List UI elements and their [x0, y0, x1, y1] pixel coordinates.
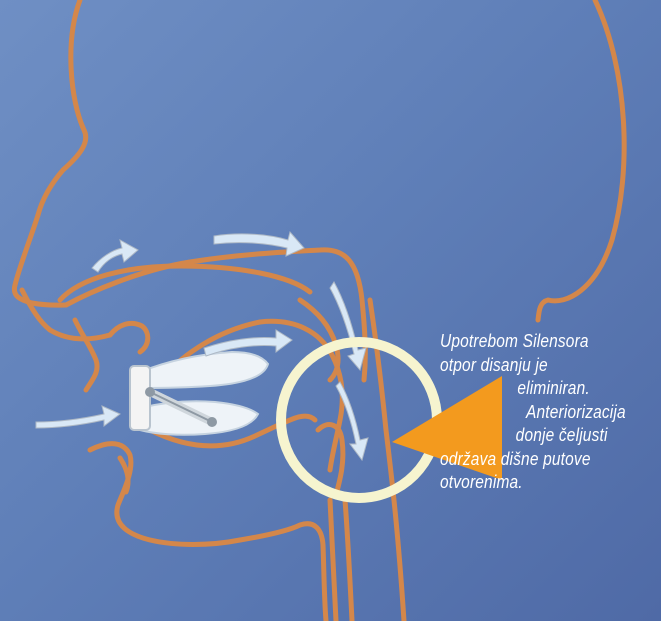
- head-profile-outline: [14, 0, 624, 621]
- caption-line-5: donje čeljusti: [440, 424, 630, 448]
- caption-line-4: Anteriorizacija: [440, 401, 630, 425]
- caption: Upotrebom Silensora otpor disanju je eli…: [440, 330, 630, 495]
- caption-line-2: otpor disanju je: [440, 354, 630, 378]
- caption-line-3: eliminiran.: [440, 377, 630, 401]
- silensor-appliance: [130, 352, 268, 435]
- caption-line-7: otvorenima.: [440, 471, 630, 495]
- caption-line-1: Upotrebom Silensora: [440, 330, 630, 354]
- caption-line-6: održava dišne putove: [440, 448, 630, 472]
